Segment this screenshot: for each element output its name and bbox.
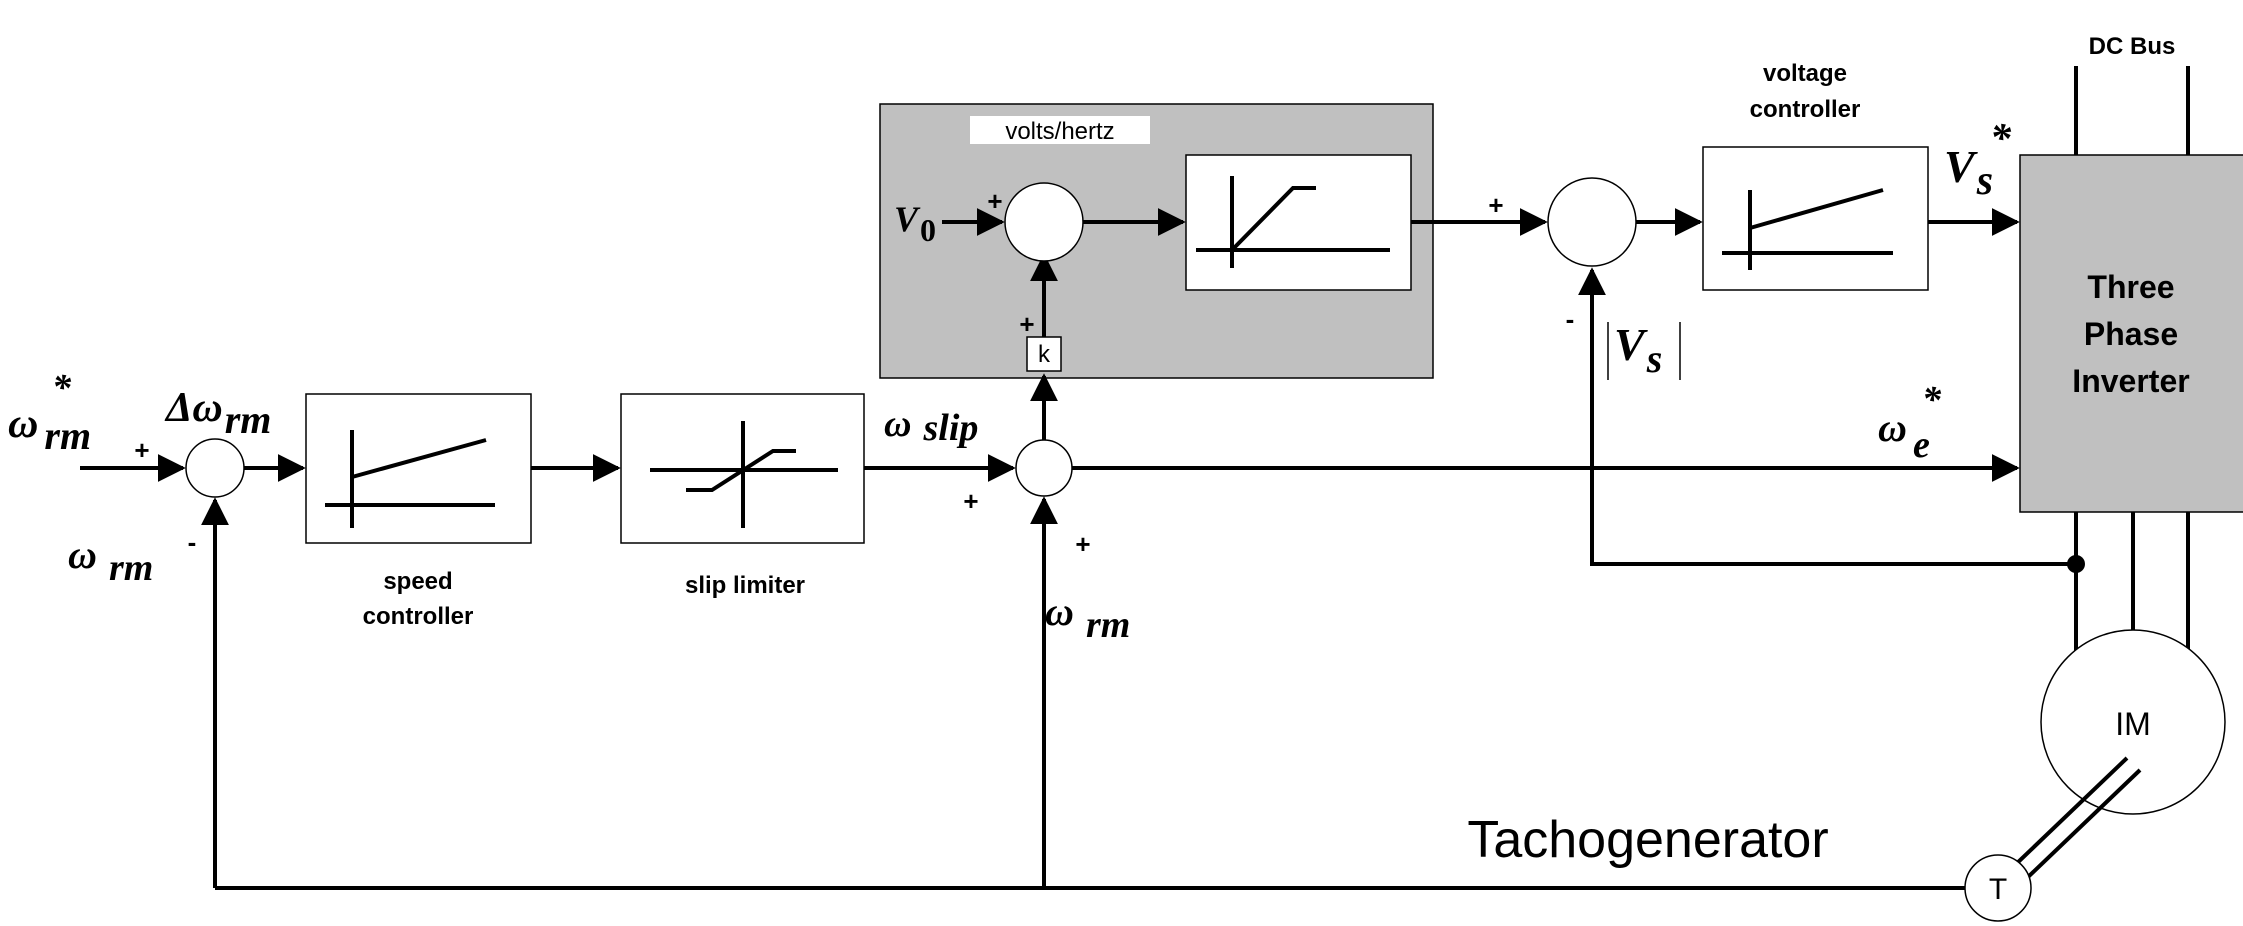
vh-summing-junction	[1004, 182, 1084, 262]
inverter-label-line3: Inverter	[2072, 363, 2189, 399]
voltage-controller-label-line2: controller	[1750, 96, 1861, 123]
slip-limiter-label: slip limiter	[685, 572, 805, 599]
voltage-summing-junction	[1547, 177, 1637, 267]
voltage-controller-label-line1: voltage	[1763, 60, 1847, 87]
shaft-line-2	[2025, 768, 2142, 880]
svg-text:Vs: Vs	[1614, 319, 1662, 381]
vs-magnitude-label: Vs	[1607, 319, 1681, 381]
vh-characteristic-icon	[1196, 176, 1390, 268]
tachogenerator-label: Tachogenerator	[1467, 811, 1828, 869]
volts-hertz-label: volts/hertz	[1005, 118, 1114, 145]
inverter-label-line2: Phase	[2084, 316, 2178, 352]
vs-command-star: *	[1990, 116, 2012, 162]
gain-k-label: k	[1038, 341, 1051, 368]
sum-slip-plus-bottom: +	[1075, 529, 1090, 559]
sum-v-plus: +	[1488, 190, 1503, 220]
induction-motor	[2040, 629, 2226, 815]
slip-summing-junction	[1015, 439, 1073, 497]
sum-v-minus: -	[1566, 304, 1575, 334]
tacho-label: T	[1989, 873, 2007, 906]
sum-slip-plus-left: +	[963, 486, 978, 516]
speed-controller-block	[305, 393, 532, 544]
motor-label: IM	[2115, 706, 2151, 742]
speed-error-summing-junction	[185, 438, 245, 498]
sum1-plus: +	[134, 435, 149, 465]
slip-limiter-saturation-icon	[650, 421, 838, 528]
dc-bus-label: DC Bus	[2089, 33, 2176, 60]
vs-command-label: Vs	[1944, 141, 1993, 204]
voltage-controller-pi-icon	[1722, 188, 1893, 270]
sum1-minus: -	[188, 527, 197, 557]
speed-controller-label-line2: controller	[363, 603, 474, 630]
speed-controller-label-line1: speed	[383, 568, 452, 595]
voltage-controller-block	[1702, 146, 1929, 291]
v0-label: V0	[894, 199, 936, 248]
sum-vh-plus-left: +	[987, 186, 1002, 216]
gain-k-block	[1026, 336, 1062, 372]
volts-hertz-label-box	[970, 116, 1150, 144]
sum-vh-plus-bottom: +	[1019, 309, 1034, 339]
delta-omega-rm-label: Δωrm	[164, 385, 271, 442]
vh-characteristic-block	[1185, 154, 1412, 291]
speed-controller-pi-icon	[325, 430, 495, 528]
voltage-feedback-path	[1578, 267, 2076, 566]
inverter-label-line1: Three	[2087, 269, 2174, 305]
omega-rm-reference-star: *	[52, 367, 72, 409]
shaft-line-1	[2012, 756, 2129, 868]
omega-e-command-star: *	[1922, 379, 1942, 421]
